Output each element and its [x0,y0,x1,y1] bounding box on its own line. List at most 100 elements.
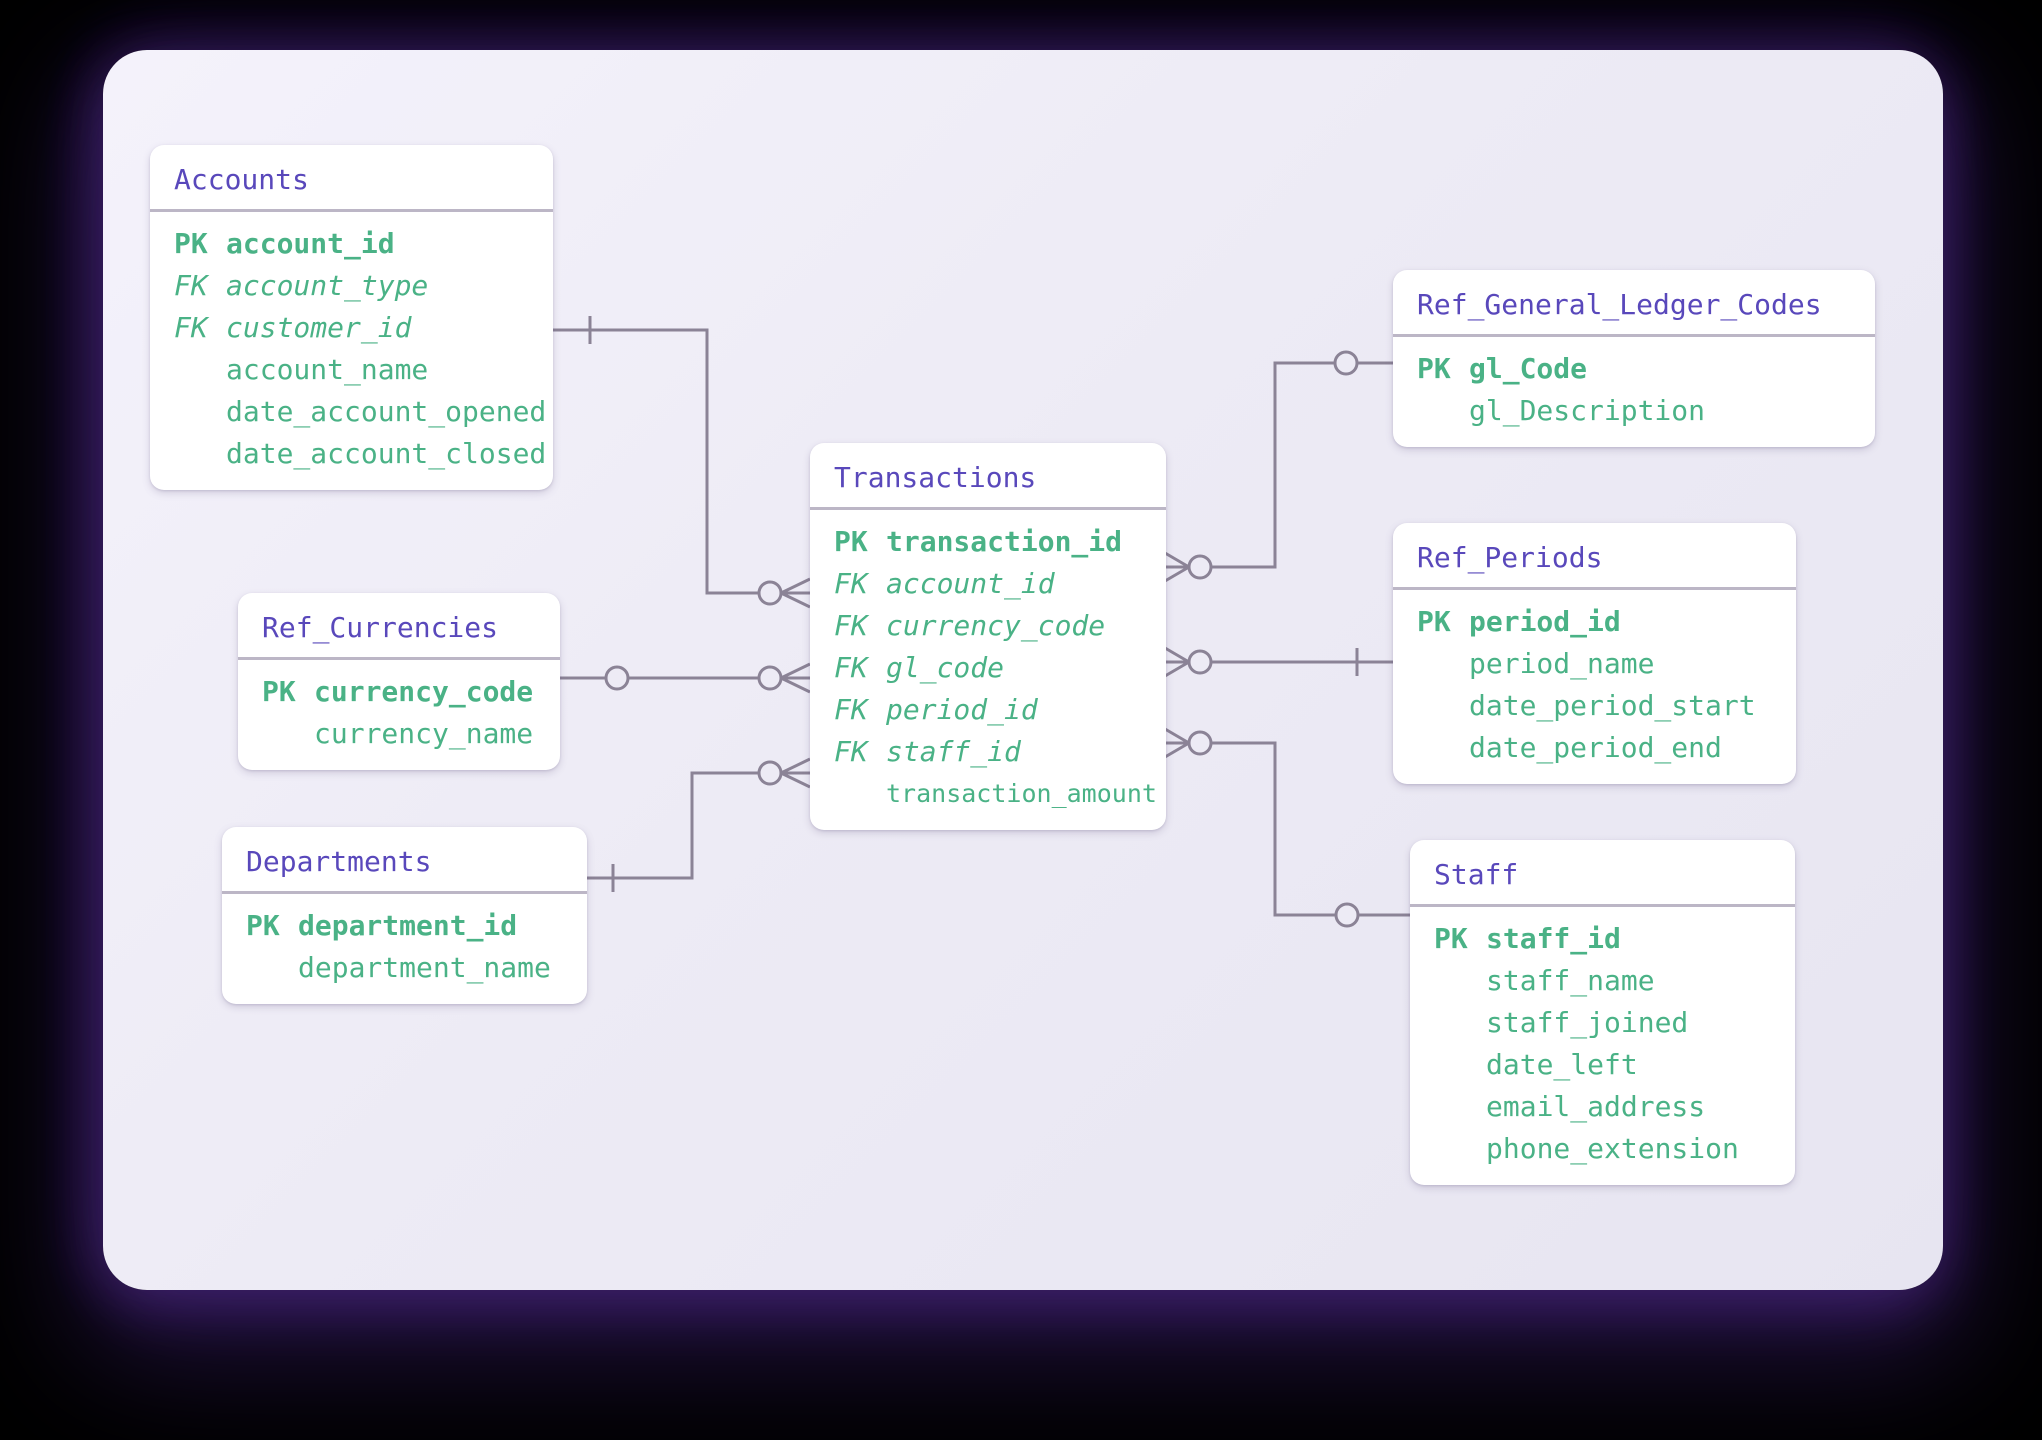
field-row: email_address [1434,1085,1777,1127]
cardinality-zero-circle [1187,730,1213,756]
table-divider [1393,334,1875,337]
field-name: period_id [886,692,1038,726]
key-badge: PK [174,226,208,260]
field-name: email_address [1486,1089,1706,1123]
field-name: staff_joined [1486,1005,1689,1039]
field-name: account_name [226,352,429,386]
crow-foot-prong [780,771,811,789]
table-title: Departments [246,845,432,878]
crow-foot-prong [780,577,811,595]
field-name: date_period_start [1469,688,1756,722]
table-divider [222,891,587,894]
field-name: department_id [298,908,518,942]
field-row: PK staff_id [1434,917,1777,959]
crow-foot-prong [1164,551,1190,569]
crow-foot-prong [780,662,811,680]
field-row: transaction_amount [834,772,1157,814]
key-badge: FK [834,608,868,642]
field-name: date_account_opened [226,394,547,428]
table-title: Transactions [834,461,1037,494]
table-rows: PK staff_id staff_name staff_joined date_lef… [1410,907,1795,1185]
field-row: PK period_id [1417,600,1778,642]
field-name: account_type [226,268,429,302]
field-row: date_left [1434,1043,1777,1085]
field-name: date_account_closed [226,436,547,470]
field-row: period_name [1417,642,1778,684]
field-name: gl_Description [1469,393,1706,427]
connector-transactions-general-ledger-codes [1164,350,1393,583]
field-row: phone_extension [1434,1127,1777,1169]
table-title: Ref_General_Ledger_Codes [1417,288,1822,321]
key-badge: FK [834,650,868,684]
field-name: transaction_amount [886,778,1157,808]
crow-foot-prong [1164,646,1190,664]
field-name: gl_code [886,650,1005,684]
field-row: staff_name [1434,959,1777,1001]
key-badge: PK [1434,921,1468,955]
cardinality-zero-circle [604,665,630,691]
crow-foot-prong [1164,660,1190,678]
field-name: staff_id [1486,921,1621,955]
connector-transactions-periods [1164,646,1393,678]
field-name: customer_id [226,310,412,344]
field-name: period_id [1469,604,1621,638]
key-badge: FK [834,692,868,726]
table-divider [238,657,560,660]
field-name: staff_name [1486,963,1655,997]
field-row: PK transaction_id [834,520,1148,562]
cardinality-zero-circle [757,665,783,691]
crow-foot-prong [780,757,811,775]
field-row: staff_joined [1434,1001,1777,1043]
key-badge: PK [834,524,868,558]
field-row: account_name [174,348,535,390]
field-row: gl_Description [1417,389,1857,431]
field-row: date_period_end [1417,726,1778,768]
field-name: currency_code [314,674,534,708]
crow-foot-prong [780,676,811,694]
field-name: currency_name [314,716,534,750]
field-row: date_account_opened [174,390,546,432]
key-badge: FK [174,310,208,344]
field-name: staff_id [886,734,1021,768]
table-divider [150,209,553,212]
field-row: date_period_start [1417,684,1778,726]
table-title: Staff [1434,858,1519,891]
cardinality-zero-circle [1333,350,1359,376]
field-name: department_name [298,950,551,984]
field-name: date_period_end [1469,730,1722,764]
connector-transactions-staff [1164,727,1410,928]
table-title: Accounts [174,163,309,196]
connector-currencies-transactions [560,662,811,694]
table-divider [810,507,1166,510]
table-divider [1410,904,1795,907]
table-divider [1393,587,1796,590]
table-title: Ref_Currencies [262,611,499,644]
field-name: currency_code [886,608,1106,642]
field-row: FK currency_code [834,604,1148,646]
field-row: FK customer_id [174,306,535,348]
cardinality-zero-circle [1187,554,1213,580]
field-row: date_account_closed [174,432,546,474]
key-badge: PK [1417,604,1451,638]
connector-accounts-transactions [553,316,811,609]
cardinality-zero-circle [1334,902,1360,928]
field-name: transaction_id [886,524,1123,558]
